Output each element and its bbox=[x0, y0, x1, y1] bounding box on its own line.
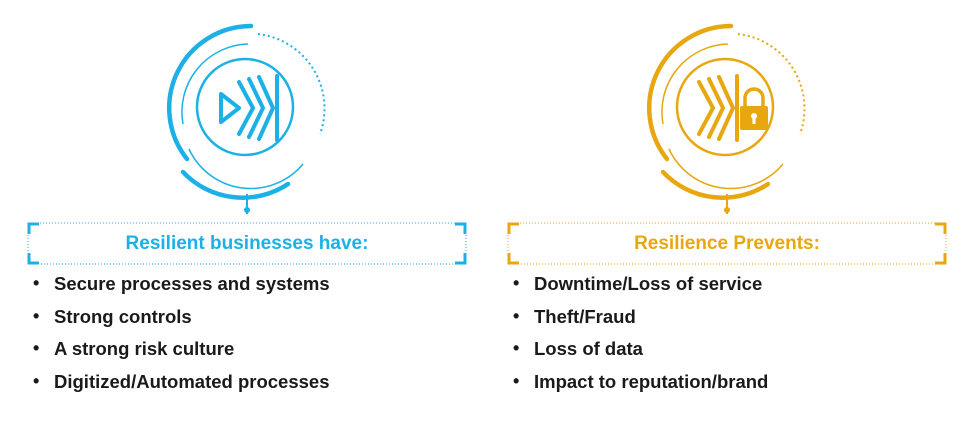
left-bullet-list: Secure processes and systems Strong cont… bbox=[30, 273, 330, 403]
fast-forward-lock-icon bbox=[647, 23, 806, 214]
list-item: Strong controls bbox=[30, 306, 330, 339]
fast-forward-play-icon bbox=[167, 23, 326, 214]
list-item: Secure processes and systems bbox=[30, 273, 330, 306]
list-item: A strong risk culture bbox=[30, 338, 330, 371]
left-header-box: Resilient businesses have: bbox=[27, 222, 467, 265]
list-item: Loss of data bbox=[510, 338, 768, 371]
bracket-frame bbox=[27, 222, 467, 265]
resilience-prevents-panel: Resilience Prevents: Downtime/Loss of se… bbox=[490, 0, 950, 425]
resilience-emblem-blue bbox=[153, 14, 343, 214]
right-header-box: Resilience Prevents: bbox=[507, 222, 947, 265]
list-item: Digitized/Automated processes bbox=[30, 371, 330, 404]
left-header-title: Resilient businesses have: bbox=[125, 233, 369, 254]
list-item: Downtime/Loss of service bbox=[510, 273, 768, 306]
resilient-businesses-panel: Resilient businesses have: Secure proces… bbox=[10, 0, 470, 425]
bracket-frame bbox=[507, 222, 947, 265]
list-item: Impact to reputation/brand bbox=[510, 371, 768, 404]
right-header-title: Resilience Prevents: bbox=[634, 233, 820, 254]
list-item: Theft/Fraud bbox=[510, 306, 768, 339]
resilience-emblem-gold bbox=[633, 14, 823, 214]
right-bullet-list: Downtime/Loss of service Theft/Fraud Los… bbox=[510, 273, 768, 403]
